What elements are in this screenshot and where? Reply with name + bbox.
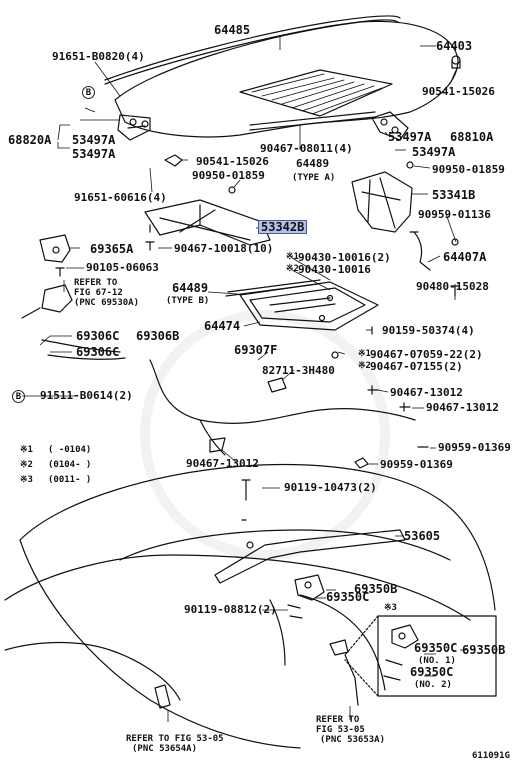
watermark-ring — [140, 310, 390, 560]
refer-note: REFER TO — [316, 715, 360, 725]
part-label[interactable]: 53605 — [404, 529, 441, 543]
refer-note[interactable]: FIG 53-05 — [316, 725, 365, 735]
part-label[interactable]: 64485 — [214, 23, 251, 37]
part-label[interactable]: 64489 — [172, 281, 209, 295]
part-label[interactable]: 91651-B0820(4) — [52, 50, 145, 63]
part-label[interactable]: 91651-60616(4) — [74, 191, 167, 204]
part-label[interactable]: 69350C — [414, 641, 458, 655]
part-label[interactable]: 53341B — [432, 188, 476, 202]
part-label[interactable]: 53497A — [72, 147, 116, 161]
part-label[interactable]: 69350C — [326, 590, 370, 604]
part-note: (NO. 2) — [414, 680, 452, 690]
part-label[interactable]: 69306C — [76, 345, 120, 359]
vehicle-body-outline — [19, 463, 496, 611]
part-label[interactable]: 64403 — [436, 39, 473, 53]
part-label[interactable]: 90467-13012 — [186, 457, 259, 470]
part-label[interactable]: 90541-15026 — [422, 85, 495, 98]
legend-mark: ※3 — [20, 475, 33, 485]
part-label[interactable]: 90480-15028 — [416, 280, 489, 293]
part-label[interactable]: 64489 — [296, 157, 330, 170]
part-label[interactable]: 53497A — [72, 133, 116, 147]
part-note: (TYPE A) — [292, 173, 336, 183]
hood-weatherstrip — [104, 15, 401, 81]
refer-note: (PNC 53653A) — [320, 735, 386, 745]
hood-hinge-left — [117, 114, 151, 141]
refer-note: (PNC 53654A) — [132, 744, 198, 754]
refer-note: (PNC 69530A) — [74, 298, 140, 308]
part-label[interactable]: 90430-10016 — [298, 263, 371, 276]
part-label[interactable]: 90950-01859 — [432, 163, 505, 176]
diagram-id: 611091G — [472, 751, 510, 761]
legend-range: (0104- ) — [48, 460, 92, 470]
part-label[interactable]: 90467-13012 — [390, 386, 463, 399]
hood-lock-support — [214, 529, 406, 584]
part-label[interactable]: 90467-07059-22(2) — [370, 348, 483, 361]
part-label[interactable]: 90467-07155(2) — [370, 360, 463, 373]
legend-mark: ※2 — [20, 460, 33, 470]
part-label[interactable]: 69365A — [90, 242, 134, 256]
part-label-highlighted[interactable]: 53342B — [258, 220, 308, 234]
legend-mark: ※1 — [20, 445, 33, 455]
part-label[interactable]: 90159-50374(4) — [382, 324, 475, 337]
reference-mark-b: B — [12, 390, 25, 403]
part-note: (NO. 1) — [418, 656, 456, 666]
part-label[interactable]: 90467-10018(10) — [174, 242, 274, 255]
lock-detail-box — [377, 615, 497, 697]
part-label[interactable]: 91511-B0614(2) — [40, 389, 133, 402]
part-label[interactable]: 69350B — [462, 643, 506, 657]
footnote-mark: ※1 — [358, 349, 371, 359]
part-label[interactable]: 68810A — [450, 130, 494, 144]
hood-hinge-right — [371, 111, 409, 141]
footnote-mark: ※2 — [358, 361, 371, 371]
footnote-mark: ※3 — [384, 603, 397, 613]
hood-release-cable — [149, 359, 416, 424]
part-label[interactable]: 69350B — [354, 582, 398, 596]
footnote-mark: ※2 — [286, 264, 299, 274]
part-label[interactable]: 90119-10473(2) — [284, 481, 377, 494]
part-label[interactable]: 53497A — [388, 130, 432, 144]
part-note: (TYPE B) — [166, 296, 210, 306]
footnote-mark: ※1 — [286, 252, 299, 262]
hood-lock — [294, 574, 325, 601]
part-label[interactable]: 90959-01369 — [380, 458, 453, 471]
hood-insulator — [351, 171, 413, 233]
part-label[interactable]: 90430-10016(2) — [298, 251, 391, 264]
refer-note: REFER TO — [74, 278, 118, 288]
hood-lower-duct — [239, 281, 379, 331]
part-label[interactable]: 68820A — [8, 133, 52, 147]
refer-note[interactable]: FIG 67-12 — [74, 288, 123, 298]
part-label[interactable]: 69306B — [136, 329, 180, 343]
part-label[interactable]: 53497A — [412, 145, 456, 159]
part-label[interactable]: 90105-06063 — [86, 261, 159, 274]
hood-brace-x — [144, 199, 271, 246]
legend-range: ( -0104) — [48, 445, 92, 455]
part-label[interactable]: 69306C — [76, 329, 120, 343]
part-label[interactable]: 90467-08011(4) — [260, 142, 353, 155]
part-label[interactable]: 90959-01369 — [438, 441, 511, 454]
hood-panel — [114, 20, 459, 138]
part-label[interactable]: 90119-08812(2) — [184, 603, 277, 616]
refer-note[interactable]: REFER TO FIG 53-05 — [126, 734, 224, 744]
part-label[interactable]: 90541-15026 — [196, 155, 269, 168]
part-label[interactable]: 90467-13012 — [426, 401, 499, 414]
part-label[interactable]: 90959-01136 — [418, 208, 491, 221]
legend-range: (0011- ) — [48, 475, 92, 485]
part-label[interactable]: 82711-3H480 — [262, 364, 335, 377]
part-label[interactable]: 69307F — [234, 343, 278, 357]
hood-release-handle — [41, 284, 73, 313]
part-label[interactable]: 90950-01859 — [192, 169, 265, 182]
release-lever-bracket — [39, 234, 71, 263]
part-label[interactable]: 64474 — [204, 319, 241, 333]
part-label[interactable]: 64407A — [443, 250, 487, 264]
part-label[interactable]: 69350C — [410, 665, 454, 679]
reference-mark-b: B — [82, 86, 95, 99]
